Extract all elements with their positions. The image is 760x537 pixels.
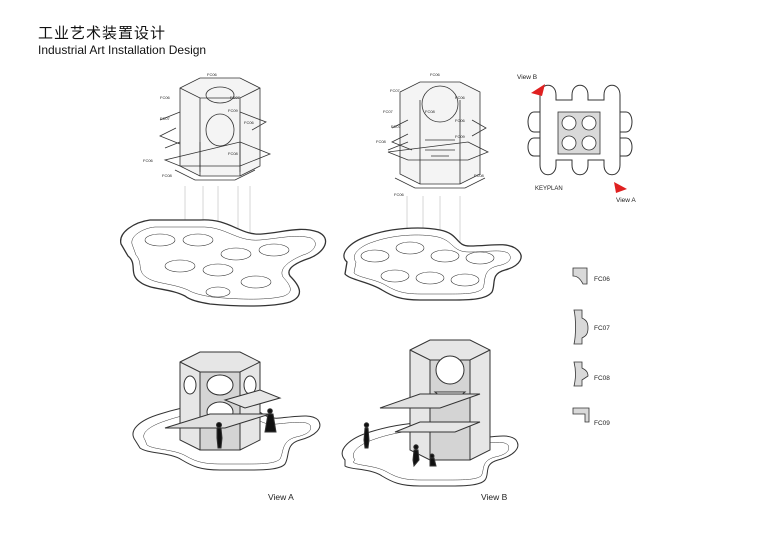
view-a-marker-icon xyxy=(614,182,627,193)
keyplan-view-b-label: View B xyxy=(517,74,537,81)
exploded-b-tags: FC06 FC07 FC06 FC07 FC08 FC07 FC06 FC08 … xyxy=(376,72,485,197)
view-b-label: View B xyxy=(481,492,508,502)
keyplan-view-a-label: View A xyxy=(616,197,636,204)
tag: FC06 xyxy=(455,118,466,123)
tag: FC08 xyxy=(228,151,239,156)
keyplan-drawing xyxy=(527,84,633,176)
tag: FC08 xyxy=(376,139,387,144)
tag: FC08 xyxy=(162,173,173,178)
tag: FC06 xyxy=(143,158,154,163)
profile-fc07-shape xyxy=(573,309,589,345)
tag: FC06 xyxy=(160,95,171,100)
tag: FC06 xyxy=(207,72,218,77)
tag: FC09 xyxy=(228,108,239,113)
tag: FC07 xyxy=(383,109,394,114)
view-a-drawing xyxy=(132,351,321,471)
tag: FC08 xyxy=(474,173,485,178)
profile-fc07-label: FC07 xyxy=(594,325,610,332)
exploded-axonometric-a xyxy=(159,77,272,252)
profile-fc09-shape xyxy=(572,407,590,423)
tag: FC06 xyxy=(430,72,441,77)
base-platform-b xyxy=(343,227,522,301)
tag: FC06 xyxy=(455,95,466,100)
profile-fc06-shape xyxy=(572,267,588,285)
title-chinese: 工业艺术装置设计 xyxy=(38,25,167,42)
tag: FC06 xyxy=(244,120,255,125)
tag: FC08 xyxy=(425,109,436,114)
profile-list: FC06 FC07 FC08 FC09 xyxy=(572,267,610,427)
profile-fc09-label: FC09 xyxy=(594,420,610,427)
exploded-axonometric-b xyxy=(387,81,489,252)
tag: FC07 xyxy=(390,88,401,93)
tag: FC07 xyxy=(160,116,171,121)
tag: FC07 xyxy=(230,95,241,100)
view-b-marker-icon xyxy=(531,84,545,96)
keyplan-label: KEYPLAN xyxy=(535,186,563,192)
profile-fc08-shape xyxy=(573,361,589,387)
base-platform-a xyxy=(120,219,327,307)
view-b-drawing xyxy=(341,339,519,487)
view-a-label: View A xyxy=(268,492,294,502)
tag: FC07 xyxy=(391,124,402,129)
profile-fc08-label: FC08 xyxy=(594,375,610,382)
exploded-a-tags: FC06 FC06 FC07 FC07 FC09 FC06 FC06 FC08 … xyxy=(143,72,255,178)
tag: FC06 xyxy=(394,192,405,197)
title-english: Industrial Art Installation Design xyxy=(38,43,207,57)
profile-fc06-label: FC06 xyxy=(594,276,610,283)
tag: FC09 xyxy=(455,134,466,139)
